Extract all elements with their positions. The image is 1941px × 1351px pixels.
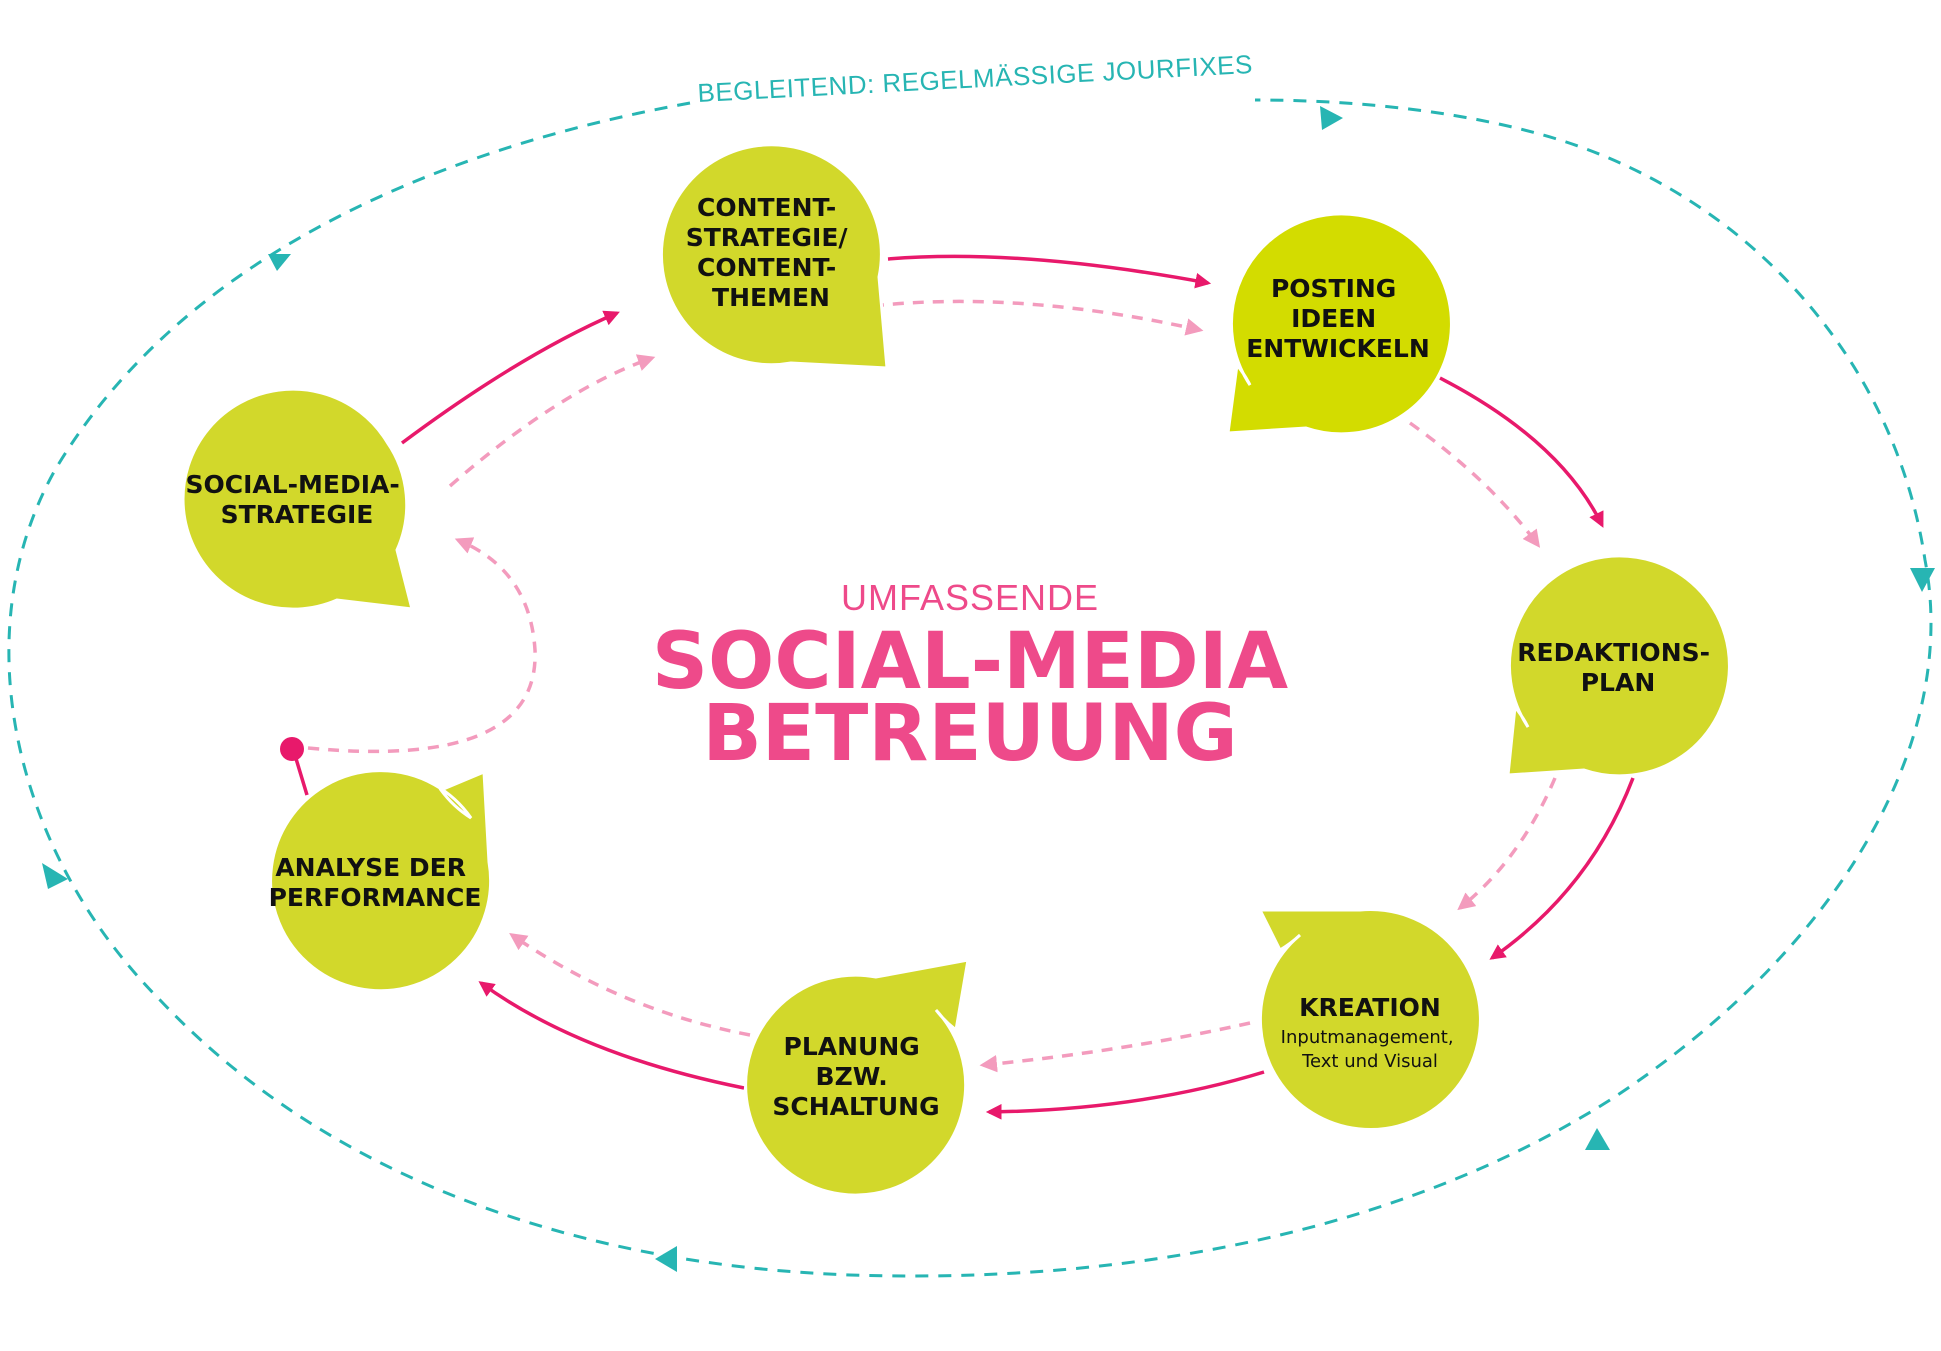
dashed-arrow-to-planung [979,1021,1251,1073]
node-bubble [659,143,889,370]
node-label-line: ANALYSE DER [275,853,466,882]
node-label-line: CONTENT- [697,193,836,222]
node-redaktionsplan: REDAKTIONS- PLAN [1506,554,1731,778]
node-label-line: PLAN [1581,668,1656,697]
node-label-line: BZW. [816,1062,888,1091]
dashed-arrow-to-posting [872,299,1204,336]
node-bubble [1257,908,1482,1132]
node-label: SOCIAL-MEDIA- STRATEGIE [185,470,408,529]
node-label: KREATION [1299,993,1441,1022]
outer-cycle-path [7,98,1933,1278]
outer-cycle-arrowhead [1585,1128,1610,1150]
center-title-line2: BETREUUNG [702,689,1237,779]
node-content-strategie: CONTENT- STRATEGIE/ CONTENT- THEMEN [659,143,889,370]
node-social-media-strategie: SOCIAL-MEDIA- STRATEGIE [181,387,414,611]
dashed-arrow-to-content [448,354,656,488]
node-label-line: CONTENT- [697,253,836,282]
outer-cycle-arrowhead [1320,106,1343,130]
node-label: PLANUNG BZW. SCHALTUNG [772,1032,939,1121]
node-label-line: PLANUNG [784,1032,920,1061]
node-sub-line: Text und Visual [1301,1051,1438,1072]
node-label-line: REDAKTIONS- [1517,638,1710,667]
node-label: CONTENT- STRATEGIE/ CONTENT- THEMEN [686,193,857,312]
center-title-small: UMFASSENDE [841,577,1099,618]
node-label: REDAKTIONS- PLAN [1517,638,1718,697]
node-label-line: STRATEGIE/ [686,223,849,252]
node-label-line: SOCIAL-MEDIA- [185,470,399,499]
outer-cycle-arrowhead [42,863,68,889]
node-bubble [1506,554,1731,778]
node-label-line: STRATEGIE [221,500,374,529]
node-sub-line: Inputmanagement, [1281,1027,1454,1048]
dashed-arrows [307,299,1557,1073]
dashed-arrow-to-kreation [1457,777,1557,911]
node-sublabel: Inputmanagement, Text und Visual [1281,1027,1460,1072]
arrow-planung-to-analyse [478,981,745,1090]
center-title-line1: SOCIAL-MEDIA [652,617,1288,707]
node-planung: PLANUNG BZW. SCHALTUNG [744,958,970,1197]
node-analyse: ANALYSE DER PERFORMANCE [269,769,493,993]
dashed-arrow-to-analyse [509,933,751,1037]
arrow-redaktion-to-kreation [1489,777,1635,960]
arrow-posting-to-redaktion [1439,376,1604,528]
node-label-line: ENTWICKELN [1246,334,1430,363]
node-label: POSTING IDEEN ENTWICKELN [1246,274,1430,363]
node-label-line: PERFORMANCE [269,883,482,912]
analyse-start-dot [280,737,304,761]
node-label-line: SCHALTUNG [772,1092,939,1121]
arrow-content-to-posting [887,254,1212,289]
arrow-strategie-to-content [400,310,620,445]
node-bubble [744,958,970,1197]
outer-cycle-arrowhead [1910,568,1935,592]
dashed-arrow-to-redaktion [1408,421,1541,548]
node-label-line: IDEEN [1291,304,1376,333]
node-bubble [269,769,493,993]
node-kreation: KREATION Inputmanagement, Text und Visua… [1257,908,1482,1132]
outer-cycle-arrowhead [655,1246,677,1272]
center-title: UMFASSENDE SOCIAL-MEDIA BETREUUNG [652,577,1288,779]
node-bubble [1226,212,1453,436]
node-label-line: THEMEN [712,283,830,312]
arrow-kreation-to-planung [985,1070,1265,1120]
dashed-arrow-analyse-to-strategie [307,537,537,754]
solid-arrows [280,254,1635,1120]
node-bubble [181,387,414,611]
node-label-line: POSTING [1271,274,1396,303]
outer-cycle-label: BEGLEITEND: REGELMÄSSIGE JOURFIXES [697,49,1254,108]
outer-cycle-arrowhead [268,254,291,271]
node-label-line: KREATION [1299,993,1441,1022]
node-posting-ideen: POSTING IDEEN ENTWICKELN [1226,212,1453,436]
node-label: ANALYSE DER PERFORMANCE [269,853,482,912]
